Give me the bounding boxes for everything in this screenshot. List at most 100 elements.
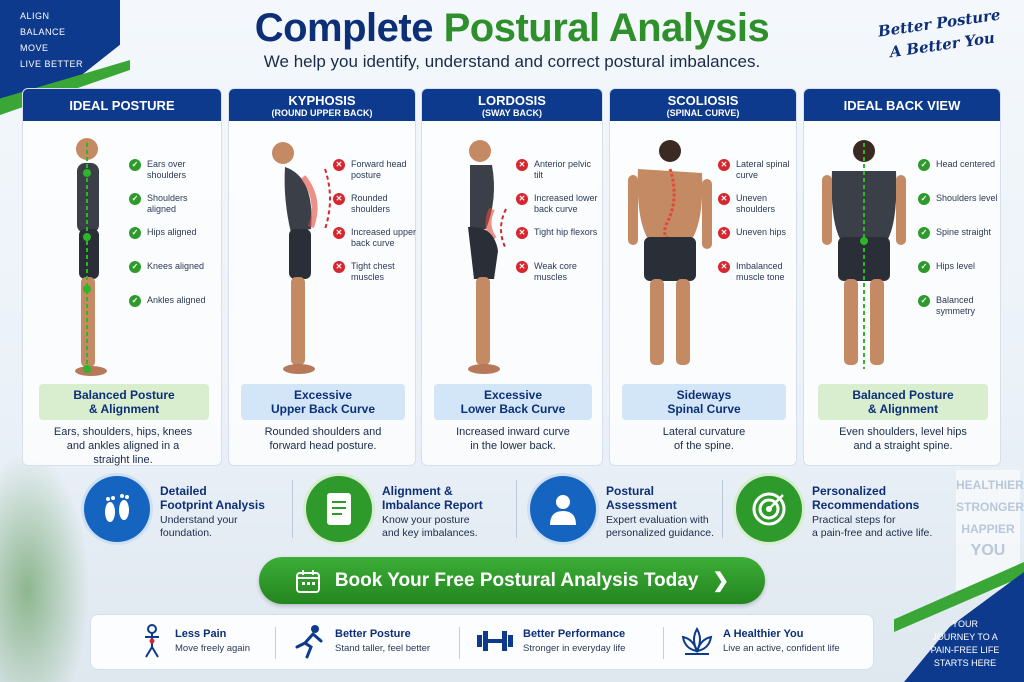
- check-item: ✕Increased upper back curve: [333, 227, 417, 261]
- cross-icon: ✕: [516, 159, 528, 171]
- calendar-icon: [295, 569, 320, 593]
- divider: [722, 480, 723, 538]
- lotus-icon: [681, 627, 713, 655]
- book-analysis-button[interactable]: Book Your Free Postural Analysis Today ❯: [259, 557, 765, 604]
- check-item: ✕Lateral spinal curve: [718, 159, 798, 193]
- cross-icon: ✕: [516, 261, 528, 273]
- check-icon: ✓: [129, 261, 141, 273]
- cross-icon: ✕: [333, 193, 345, 205]
- check-item: ✕Anterior pelvic tilt: [516, 159, 602, 193]
- cross-icon: ✕: [333, 227, 345, 239]
- check-icon: ✓: [918, 193, 930, 205]
- divider: [663, 627, 664, 659]
- cross-icon: ✕: [718, 159, 730, 171]
- kyphosis-body-figure: [272, 142, 331, 374]
- cross-icon: ✕: [333, 261, 345, 273]
- cta-label: Book Your Free Postural Analysis Today: [334, 569, 699, 591]
- tagline-bottom-right: YOUR JOURNEY TO A PAIN-FREE LIFE STARTS …: [930, 619, 1000, 668]
- side-body-figure: [75, 138, 107, 376]
- page-title: Complete Postural Analysis: [254, 6, 770, 50]
- panel-header: LORDOSIS (SWAY BACK): [422, 89, 602, 121]
- check-item: ✓Ankles aligned: [129, 295, 219, 329]
- check-item: ✕Imbalanced muscle tone: [718, 261, 798, 295]
- checklist: ✕Forward head posture ✕Rounded shoulders…: [333, 159, 417, 295]
- panel-header: SCOLIOSIS (SPINAL CURVE): [610, 89, 796, 121]
- posture-badge: Balanced Posture& Alignment: [818, 384, 988, 420]
- check-item: ✓Hips level: [918, 261, 1002, 295]
- panel-header: IDEAL BACK VIEW: [804, 89, 1000, 121]
- check-item: ✓Head centered: [918, 159, 1002, 193]
- document-icon: [306, 476, 372, 542]
- check-icon: ✓: [918, 227, 930, 239]
- panel-scoliosis: SCOLIOSIS (SPINAL CURVE) ✕Lateral spinal…: [609, 88, 797, 466]
- check-item: ✓Shoulders level: [918, 193, 1002, 227]
- footprints-icon: [84, 476, 150, 542]
- feature-title: Alignment &Imbalance Report: [382, 484, 483, 512]
- check-item: ✕Forward head posture: [333, 159, 417, 193]
- panel-ideal-back-view: IDEAL BACK VIEW ✓Head centered ✓Shoulder…: [803, 88, 1001, 466]
- posture-badge: Balanced Posture& Alignment: [39, 384, 209, 420]
- check-item: ✓Shoulders aligned: [129, 193, 219, 227]
- check-item: ✕Increased lower back curve: [516, 193, 602, 227]
- chevron-right-icon: ❯: [712, 570, 730, 592]
- check-item: ✓Spine straight: [918, 227, 1002, 261]
- checklist: ✕Anterior pelvic tilt ✕Increased lower b…: [516, 159, 602, 295]
- cross-icon: ✕: [516, 193, 528, 205]
- check-item: ✓Hips aligned: [129, 227, 219, 261]
- divider: [516, 480, 517, 538]
- cross-icon: ✕: [718, 261, 730, 273]
- back-body-figure: [822, 140, 906, 369]
- divider: [292, 480, 293, 538]
- divider: [459, 627, 460, 659]
- check-icon: ✓: [918, 159, 930, 171]
- check-item: ✓Balanced symmetry: [918, 295, 1002, 329]
- cross-icon: ✕: [333, 159, 345, 171]
- feature-alignment-report: Alignment &Imbalance Report Know your po…: [306, 476, 516, 546]
- panel-header: KYPHOSIS (ROUND UPPER BACK): [229, 89, 415, 121]
- check-icon: ✓: [129, 159, 141, 171]
- check-icon: ✓: [918, 295, 930, 307]
- dumbbell-icon: [477, 631, 513, 651]
- panel-ideal-posture: IDEAL POSTURE ✓Ears over shoulders ✓Shou…: [22, 88, 222, 466]
- check-item: ✕Tight chest muscles: [333, 261, 417, 295]
- check-icon: ✓: [129, 227, 141, 239]
- check-item: ✕Weak core muscles: [516, 261, 602, 295]
- scoliosis-back-figure: [628, 140, 712, 365]
- check-item: ✓Knees aligned: [129, 261, 219, 295]
- tagline-top-left: ALIGN BALANCE MOVE LIVE BETTER: [20, 11, 84, 69]
- cross-icon: ✕: [516, 227, 528, 239]
- checklist: ✕Lateral spinal curve ✕Uneven shoulders …: [718, 159, 798, 295]
- person-icon: [530, 476, 596, 542]
- target-icon: [736, 476, 802, 542]
- page-subtitle: We help you identify, understand and cor…: [263, 52, 761, 71]
- check-icon: ✓: [918, 261, 930, 273]
- panel-lordosis: LORDOSIS (SWAY BACK) ✕Anterior pelvic ti…: [421, 88, 603, 466]
- plant-decoration: [0, 452, 90, 682]
- check-item: ✕Uneven hips: [718, 227, 798, 261]
- check-icon: ✓: [129, 193, 141, 205]
- checklist: ✓Head centered ✓Shoulders level ✓Spine s…: [918, 159, 1002, 329]
- check-icon: ✓: [129, 295, 141, 307]
- panel-header: IDEAL POSTURE: [23, 89, 221, 121]
- cross-icon: ✕: [718, 227, 730, 239]
